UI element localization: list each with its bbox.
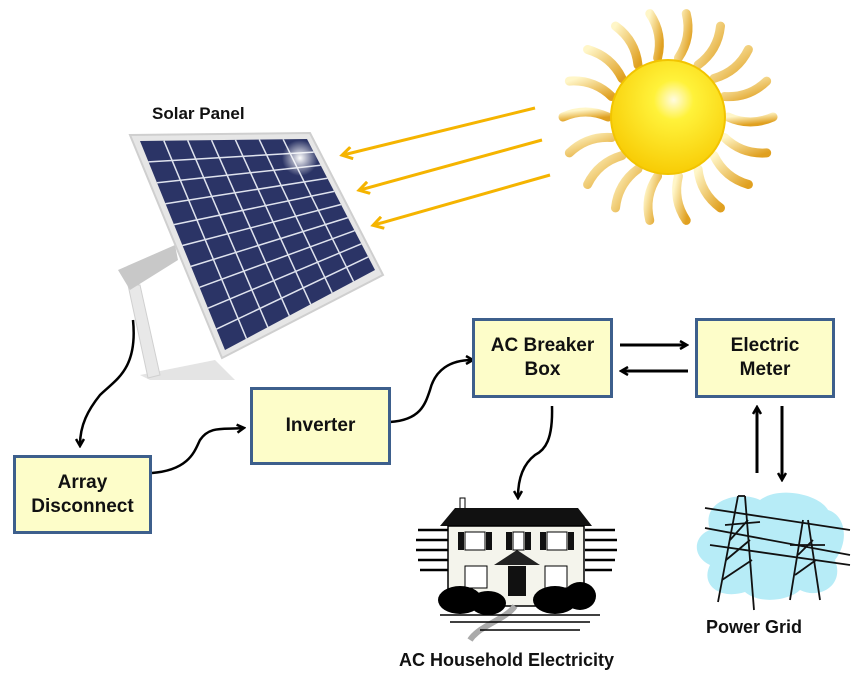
sun-ray xyxy=(611,164,643,213)
household-electricity-label: AC Household Electricity xyxy=(399,650,615,670)
sun-icon xyxy=(558,9,778,225)
array-disconnect-box: Array Disconnect xyxy=(13,455,152,534)
sun-ray xyxy=(709,45,753,83)
sun-ray xyxy=(564,76,617,101)
solar-panel-icon xyxy=(118,131,385,380)
sun-ray xyxy=(583,151,627,189)
sun-ray xyxy=(583,45,627,83)
sun-ray xyxy=(693,21,725,70)
ac-breaker-box: AC Breaker Box xyxy=(472,318,613,398)
sun-ray xyxy=(643,171,663,225)
sun-ray xyxy=(558,107,613,122)
sun-ray xyxy=(719,76,772,102)
panel-grid-line xyxy=(165,177,328,205)
sun-ray xyxy=(693,164,725,213)
connector-breaker-to-house xyxy=(518,405,554,497)
sun-ray xyxy=(564,132,617,158)
sunlight-arrow xyxy=(360,138,543,190)
panel-grid-line xyxy=(207,243,362,309)
connector-disconnect-to-inverter xyxy=(151,428,243,475)
sun-ray xyxy=(719,133,772,158)
panel-grid-line xyxy=(190,216,349,268)
connector-inverter-to-breaker xyxy=(389,360,472,424)
sun-ray xyxy=(672,171,691,225)
sun-ray xyxy=(673,9,693,63)
sun-ray xyxy=(709,151,753,189)
panel-grid-line xyxy=(182,203,342,247)
sunlight-arrow xyxy=(343,106,536,155)
panel-grid-line xyxy=(173,190,335,226)
solar-panel-label: Solar Panel xyxy=(152,104,245,123)
inverter-box: Inverter xyxy=(250,387,391,465)
sunlight-arrows xyxy=(343,106,551,225)
connector-panel-to-disconnect xyxy=(80,319,135,445)
panel-grid-line xyxy=(216,256,369,330)
sunlight-arrow xyxy=(374,173,551,225)
sun-ray xyxy=(645,9,664,63)
panel-grid-line xyxy=(199,229,355,289)
power-grid-label: Power Grid xyxy=(706,617,803,637)
power-grid-icon xyxy=(696,492,851,611)
sun-ray xyxy=(723,112,778,127)
house-icon xyxy=(416,497,617,642)
electric-meter-box: Electric Meter xyxy=(695,318,835,398)
sun-ray xyxy=(611,21,643,70)
